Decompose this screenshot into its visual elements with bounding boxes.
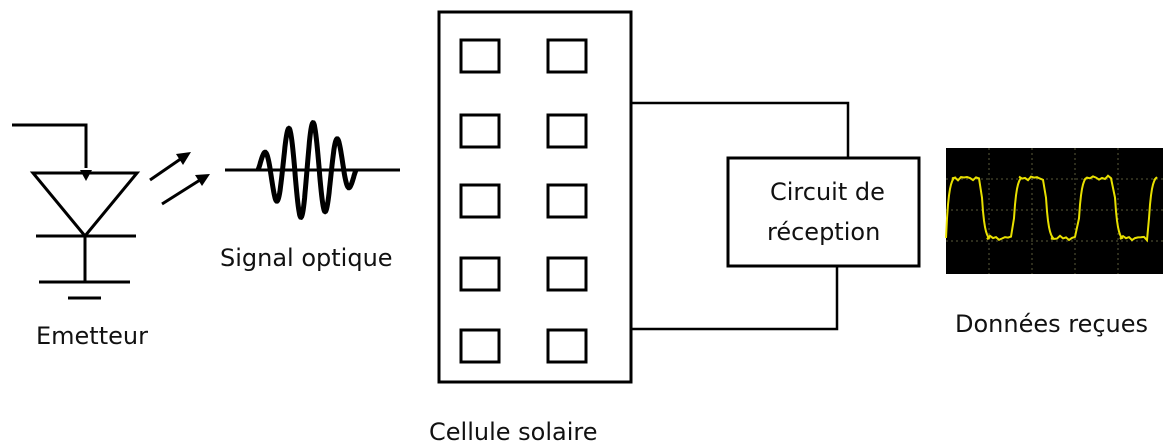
received-data-label: Données reçues bbox=[955, 310, 1148, 338]
solar-cell-frame bbox=[437, 10, 633, 384]
solar-cell-square bbox=[459, 38, 501, 74]
solar-cell-square bbox=[459, 328, 501, 364]
solar-cell-square bbox=[459, 113, 501, 149]
wires bbox=[631, 101, 850, 331]
wire-bottom bbox=[631, 266, 839, 331]
diode-triangle-icon bbox=[29, 171, 141, 239]
solar-cell-square bbox=[546, 256, 588, 292]
circuit-label-line2: réception bbox=[767, 218, 880, 246]
signal-label: Signal optique bbox=[220, 244, 393, 272]
solar-cell-label: Cellule solaire bbox=[429, 418, 597, 445]
solar-cell-square bbox=[459, 256, 501, 292]
solar-cell-square bbox=[546, 328, 588, 364]
emitter-input-wire bbox=[12, 123, 88, 168]
oscilloscope-display bbox=[945, 148, 1163, 274]
solar-cell-square bbox=[459, 183, 501, 219]
solar-cell-square bbox=[546, 183, 588, 219]
emitter-diode bbox=[12, 123, 141, 300]
reception-circuit-box bbox=[726, 156, 921, 268]
solar-cell-square bbox=[546, 113, 588, 149]
solar-cell-square bbox=[546, 38, 588, 74]
light-emission-arrows-icon bbox=[149, 152, 210, 206]
emitter-label: Emetteur bbox=[36, 322, 148, 350]
solar-cell-squares bbox=[459, 38, 588, 364]
circuit-label-line1: Circuit de bbox=[770, 178, 885, 206]
wire-top bbox=[631, 101, 850, 158]
solar-cell bbox=[437, 10, 633, 384]
optical-signal-wave-icon bbox=[225, 120, 400, 220]
